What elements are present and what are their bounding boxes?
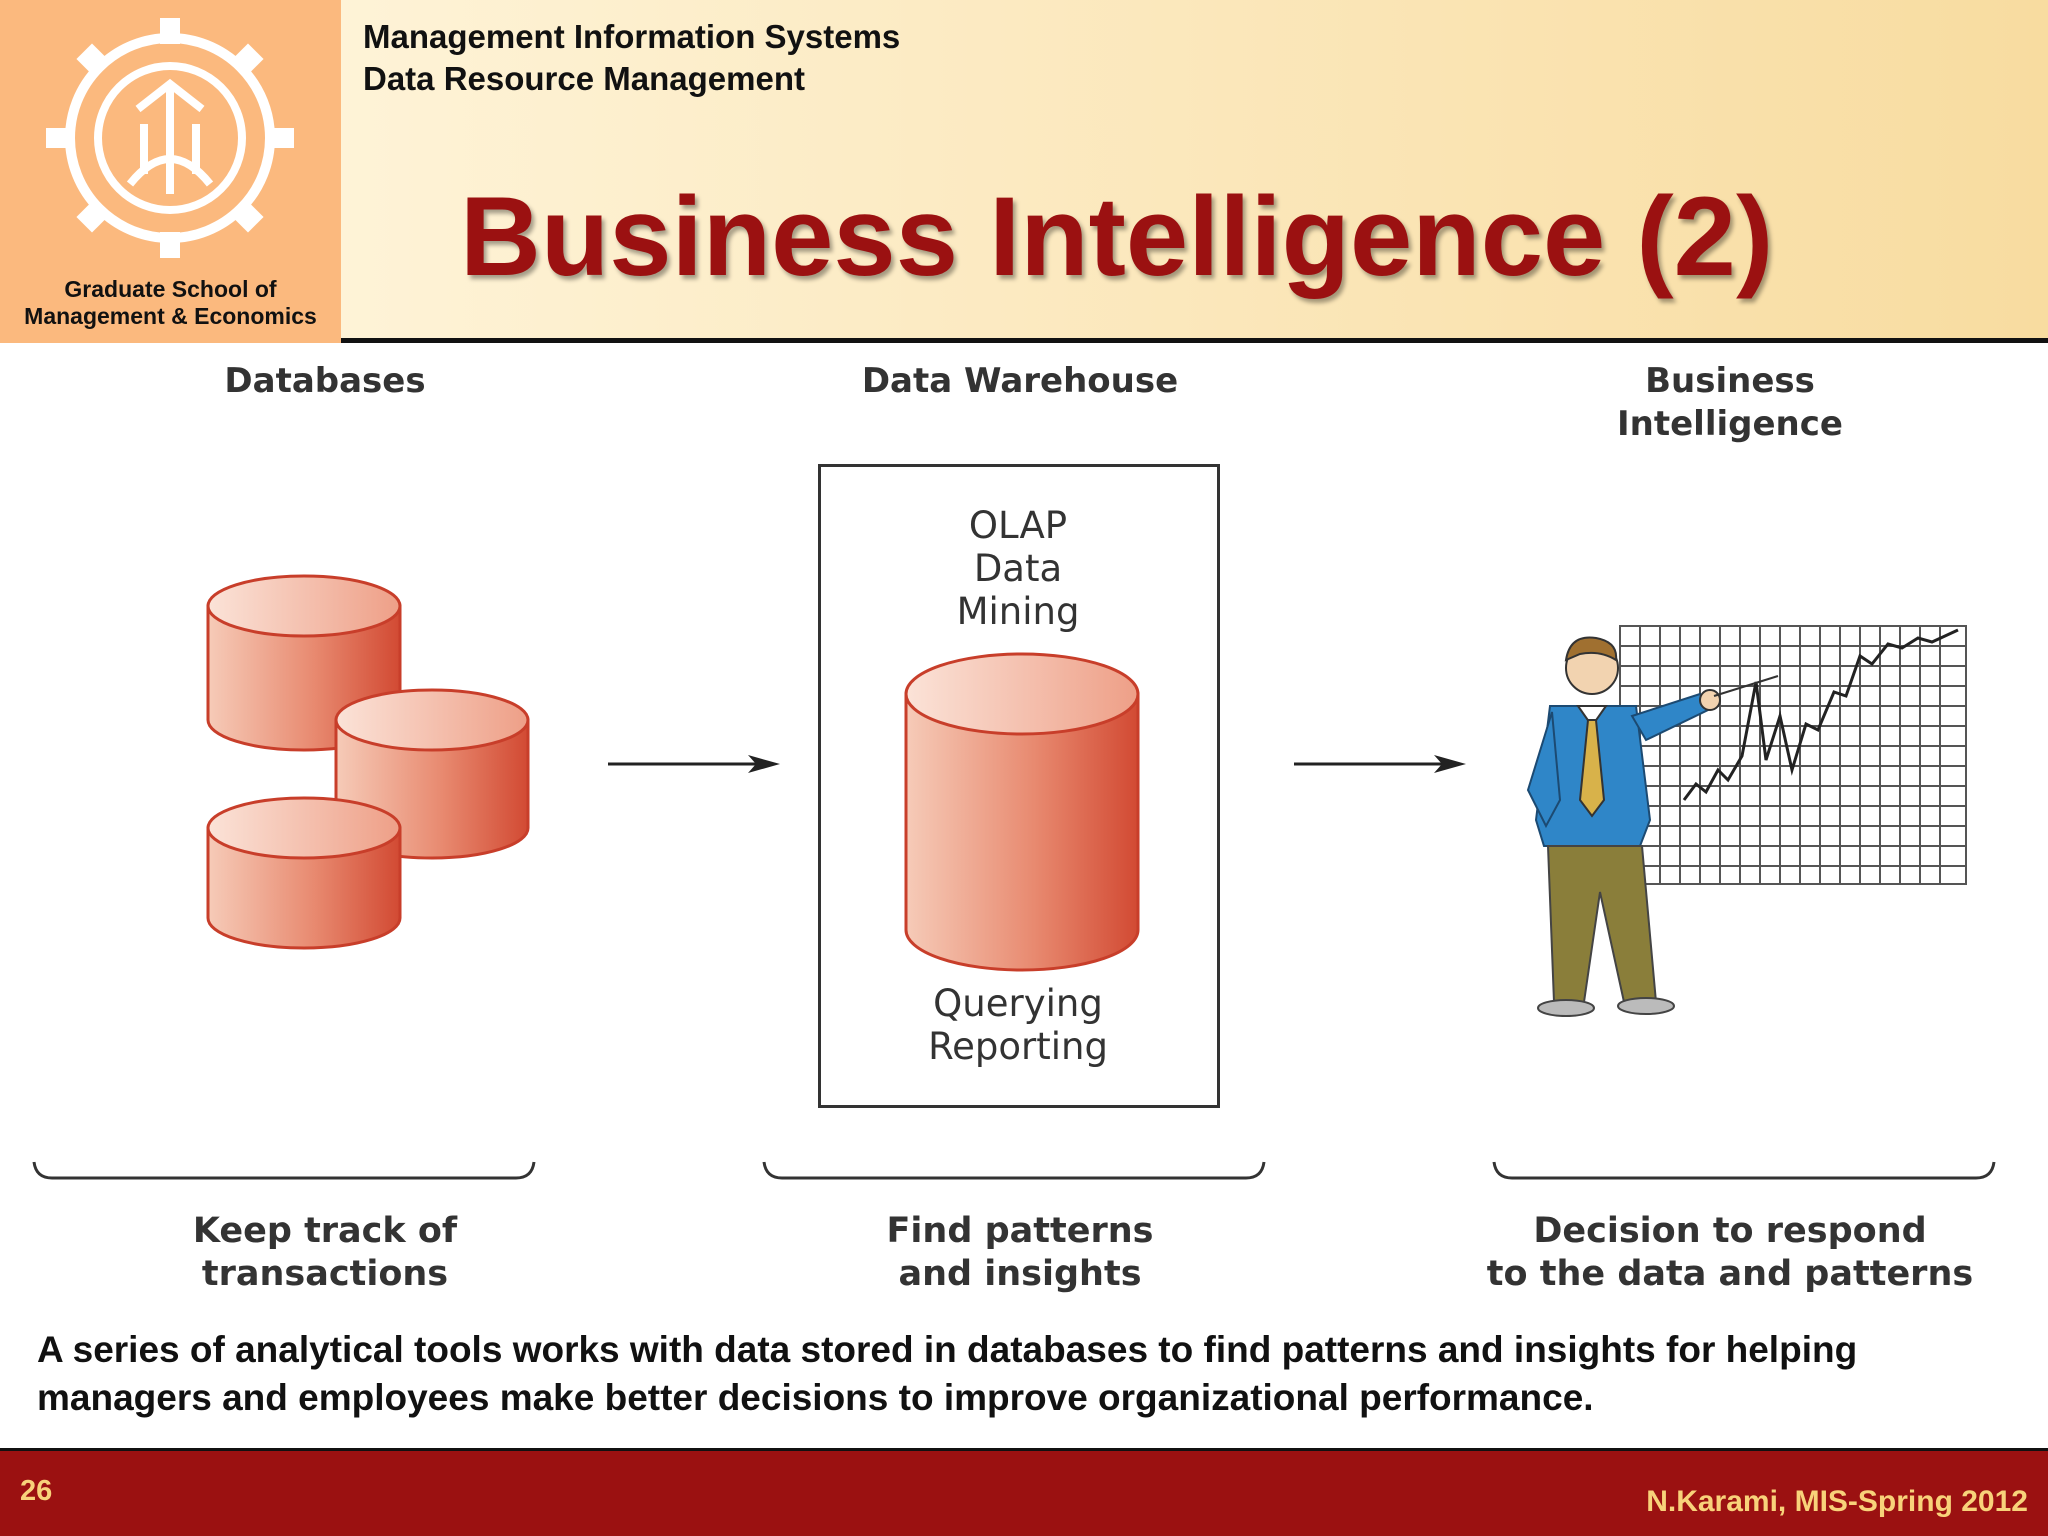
arrow-to-bi-icon (1294, 755, 1466, 773)
topic-name: Data Resource Management (363, 60, 805, 97)
data-warehouse-cylinder-icon (904, 652, 1140, 972)
school-name-line-2: Management & Economics (24, 303, 317, 329)
arrow-to-warehouse-icon (608, 755, 780, 773)
school-name-line-1: Graduate School of (64, 276, 277, 302)
databases-heading: Databases (224, 361, 426, 401)
data-warehouse-heading: Data Warehouse (861, 361, 1179, 401)
slide-description: A series of analytical tools works with … (37, 1329, 1858, 1418)
bi-bracket-icon (1492, 1161, 1996, 1180)
databases-purpose-label: Keep track of transactions (192, 1211, 458, 1294)
bi-purpose-label: Decision to respond to the data and patt… (1486, 1211, 1974, 1294)
logo-panel: Graduate School of Management & Economic… (0, 0, 341, 343)
course-name: Management Information Systems (363, 18, 901, 55)
university-gear-emblem-icon (46, 18, 294, 258)
slide-footer: 26 N.Karami, MIS-Spring 2012 (0, 1448, 2048, 1536)
warehouse-bracket-icon (762, 1161, 1266, 1180)
slide-title: Business Intelligence (2) (460, 174, 1774, 299)
olap-data-mining-label: OLAP Data Mining (956, 504, 1080, 633)
bi-heading-line-1: Business (1645, 361, 1815, 401)
warehouse-purpose-label: Find patterns and insights (886, 1211, 1154, 1294)
databases-bracket-icon (32, 1161, 536, 1180)
page-number: 26 (20, 1475, 53, 1507)
presenter-with-chart-icon (1526, 625, 1967, 1017)
slide-header: Graduate School of Management & Economic… (0, 0, 2048, 343)
school-name: Graduate School of Management & Economic… (0, 276, 341, 330)
bi-heading-line-2: Intelligence (1617, 404, 1843, 444)
author-credit: N.Karami, MIS-Spring 2012 (1646, 1485, 2028, 1518)
querying-reporting-label: Querying Reporting (928, 982, 1108, 1068)
data-warehouse-box (818, 464, 1220, 1108)
database-cylinders-icon (206, 574, 530, 950)
business-intelligence-heading: Business Intelligence (1530, 360, 1930, 446)
